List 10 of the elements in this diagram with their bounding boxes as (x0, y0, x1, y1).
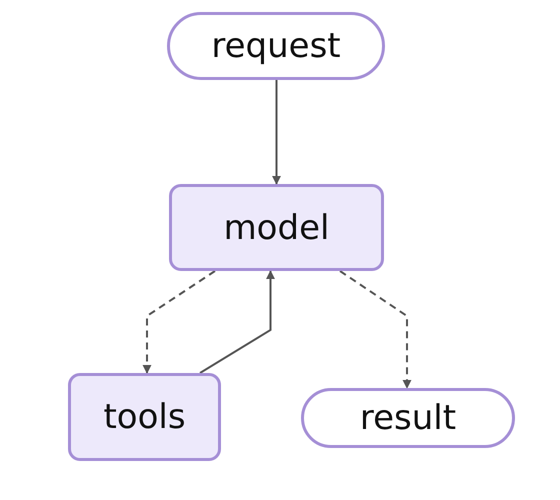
arrow (199, 270, 275, 374)
node-label: tools (103, 397, 186, 437)
process-box (68, 373, 221, 461)
process-box (169, 184, 384, 271)
node-label: model (224, 208, 330, 248)
node-label: result (360, 398, 456, 438)
arrow (272, 80, 281, 185)
dashed-arrow (142, 270, 216, 374)
dashed-arrow (339, 270, 412, 389)
node-label: request (211, 26, 341, 66)
